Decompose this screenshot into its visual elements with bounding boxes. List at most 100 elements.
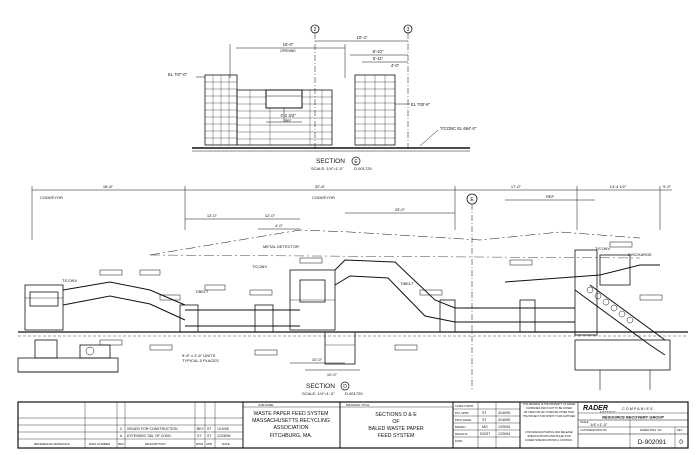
label-conveyor-center: CONVEYOR [312,195,335,200]
note-line-3: OR USED FOR ANY PURPOSE OTHER THAN [524,411,575,414]
drawing-title-line-1: SECTIONS D & E [375,412,417,418]
appr-init-1: ST [482,411,487,415]
drawing-number: D-902091 [638,439,667,446]
tail-housing [24,284,64,331]
scale-label: SCALE [580,420,589,424]
job-name-line-4: FITCHBURG, MA. [270,433,312,439]
section-e-ref: D-901725 [354,166,372,171]
logo-tag: A DIVISION OF [600,411,616,414]
dim-15-0: 15'-0" [283,42,294,47]
label-tconv-right: T/CONV [595,246,610,251]
logo-sub: COMPANIES [622,407,654,411]
drawing-title-line-4: FEED SYSTEM [378,433,415,439]
rev-0-desc: ISSUED FOR CONSTRUCTION [127,427,178,431]
opening-frame [265,89,303,109]
section-e-scale: SCALE: 1/4"=1'-0" [311,166,344,171]
rev-a-date: 12/28/94 [217,434,231,438]
ref-header-dwg: DWG NUMBER [89,442,111,446]
elev-694: T/CONC EL 694'-0" [440,126,477,131]
section-d-bubble [340,381,350,391]
note-line-2: COMPANIES AND IS NOT TO BE COPIED [526,407,572,410]
dim-5-11: 5'-11" [373,56,384,61]
section-d-marker: D [343,384,347,390]
approval-line-3: RADER SPECIFICATIONS & CONTROL [525,438,573,442]
discharge-incline [504,264,660,283]
resource-group: RESOURCE RECOVERY GROUP [602,415,664,420]
appr-date-4: 12/5/94 [498,432,510,436]
incline-conveyor-left [62,281,186,306]
section-e-drawing [192,24,470,152]
section-e-marker: E [354,159,358,165]
ref-header-dwn: DWN [196,442,203,446]
grid-label-2: 2 [314,27,317,33]
rev-a-no: A [120,434,123,438]
dim-ref: REF [285,119,292,123]
dim-12-0-a: 12'-0" [207,213,218,218]
section-e-title: SECTION [316,158,345,165]
section-d-drawing [17,186,688,390]
drawing-no-label: RADER DWG. NO. [640,428,662,432]
appr-init-4: DG/ST [480,432,490,436]
section-d-ref: D-901725 [345,391,363,396]
appr-role-5: DATE [455,439,462,443]
grid-label-3: 3 [407,27,410,33]
dim-4-0: 4'-0" [391,63,400,68]
label-tconv-left: T/CONV [62,278,77,283]
dim-bottom-10-b: 10'-0" [327,372,338,377]
rev-a-chk: ST [207,434,212,438]
ref-header-apr: APR [206,442,213,446]
dim-18-8: 18'-8" [103,184,114,189]
label-tconv-center: T/CONV [252,264,267,269]
section-e-bubble [351,156,361,166]
section-d-title: SECTION [306,383,335,390]
ref-header-rev: REV [118,442,124,446]
label-units: 5'-8" x 2'-6" UNITS [182,353,216,358]
building-roof-line [149,229,641,256]
appr-role-1: P.M. APPR [455,411,469,415]
job-name-line-1: WASTE PAPER FEED SYSTEM [254,411,329,417]
dim-14-4: 14'-4 1/2" [610,184,627,189]
rev-a-by: ST [197,434,202,438]
dim-9-0: 9'-0" [663,184,672,189]
note-line-4: THE PROJECT FOR WHICH IT WAS SUPPLIED [523,415,576,418]
appr-init-3: MG [482,425,488,429]
section-d-labels: 18'-8" 32'-8" 17'-0" 14'-4 1/2" 9'-0" E … [40,184,672,396]
dim-17-0: 17'-0" [511,184,522,189]
rev-label: REV [677,428,683,432]
label-metal-detector: METAL DETECTOR [263,244,299,249]
dim-opening: OPENING [280,49,296,53]
s-curve-conveyor [334,259,575,309]
appr-date-1: 3/16/95 [498,411,510,415]
dim-bottom-10-a: 10'-0" [312,357,323,362]
rev-0-by: BKY [197,427,205,431]
label-conveyor-left: CONVEYOR [40,195,63,200]
dim-32-8: 32'-8" [315,184,326,189]
title-block-text: 0 ISSUED FOR CONSTRUCTION BKY ST 1/19/95… [34,403,683,446]
rev-a-desc: EXTENDED TAIL OF CONV. [127,434,172,438]
ref-header-date: DATE [222,442,230,446]
appr-role-4: DES/CHK [455,432,468,436]
ref-header-reference: REFERENCE DRAWINGS [34,442,70,446]
drawing-rev: 0 [679,439,683,446]
dim-12-0-b: 12'-0" [265,213,276,218]
elev-707: EL 707'-0" [168,72,188,77]
job-name-line-3: ASSOCIATION [273,425,308,431]
approval-line-2: SPECIFICATIONS AND RULED FOR [527,434,570,438]
label-tbelt-right: T/BELT [400,281,414,286]
logo-word: RADER [583,405,608,412]
label-tbelt-left: T/BELT [195,289,209,294]
drawing-title-line-3: BALED WASTE PAPER [368,426,424,432]
label-discharge: DISCHARGE [628,252,652,257]
drawing-title-line-2: OF [392,419,399,425]
section-d-scale: SCALE: 1/4"=1'-0" [302,391,335,396]
appr-init-2: ST [482,418,487,422]
section-e-labels: 2 3 10'-4" 15'-0" OPENING 8'-10" 5'-11" … [168,27,477,171]
dim-4-2: 4'-2 3/4" [280,113,296,118]
dim-8-10: 8'-10" [373,49,384,54]
rev-0-no: 0 [120,427,122,431]
grid-label-e: E [470,197,474,203]
scale-value: 1/4"=1'-0" [590,422,608,427]
customer-dwg-label: CUSTOMER DWG NO. [580,428,607,432]
dim-25-0: 25'-0" [395,207,406,212]
